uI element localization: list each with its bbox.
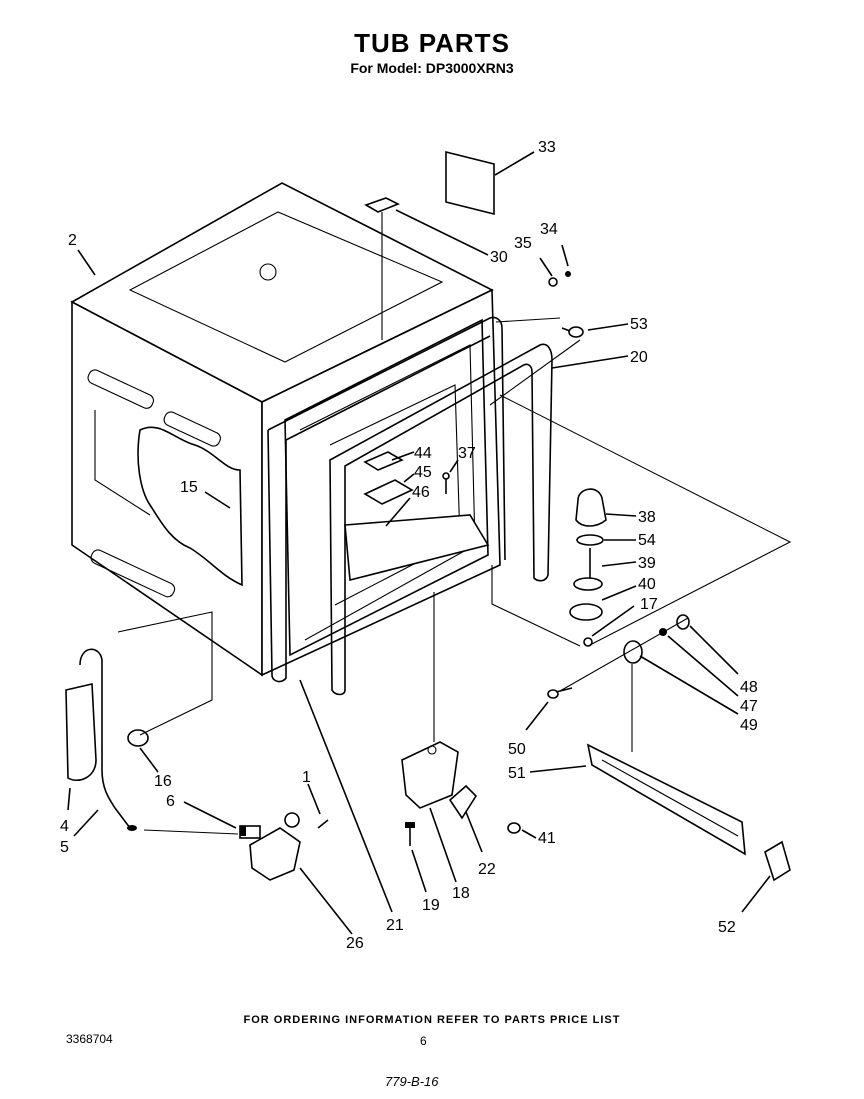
screw-53	[561, 326, 584, 338]
callout-38: 38	[638, 509, 656, 526]
callout-45: 45	[414, 464, 432, 481]
ordering-info-note: FOR ORDERING INFORMATION REFER TO PARTS …	[243, 1014, 621, 1026]
fasteners-34-35	[548, 271, 571, 287]
callout-47: 47	[740, 698, 758, 715]
callout-30: 30	[490, 249, 508, 266]
callout-52: 52	[718, 919, 736, 936]
callout-16: 16	[154, 773, 172, 790]
callout-48: 48	[740, 679, 758, 696]
callout-17: 17	[640, 596, 658, 613]
tub-floor	[344, 514, 490, 582]
callout-15: 15	[180, 479, 198, 496]
inlet-valve-assembly	[239, 812, 329, 881]
callout-20: 20	[630, 349, 648, 366]
callout-44: 44	[414, 445, 432, 462]
callout-35: 35	[514, 235, 532, 252]
callout-5: 5	[60, 839, 69, 856]
callout-26: 26	[346, 935, 364, 952]
callout-40: 40	[638, 576, 656, 593]
switch-bracket-assembly	[401, 741, 521, 846]
bracket-30	[364, 197, 400, 340]
tub-body	[70, 182, 501, 677]
model-subtitle: For Model: DP3000XRN3	[350, 60, 514, 76]
page-title: TUB PARTS	[354, 28, 510, 58]
callout-41: 41	[538, 830, 556, 847]
callout-37: 37	[458, 445, 476, 462]
callout-39: 39	[638, 555, 656, 572]
callout-22: 22	[478, 861, 496, 878]
callout-6: 6	[166, 793, 175, 810]
callout-2: 2	[68, 232, 77, 249]
callout-34: 34	[540, 221, 558, 238]
callout-leader-lines	[67, 151, 771, 935]
callout-18: 18	[452, 885, 470, 902]
bracket-52	[764, 840, 791, 882]
callout-21: 21	[386, 917, 404, 934]
callout-labels: 33 2 30 35 34 53 20 44 37 45 46 15 38 54…	[60, 139, 758, 952]
door-gasket-21	[267, 316, 506, 683]
callout-4: 4	[60, 818, 69, 835]
fill-hose-and-vent	[65, 648, 149, 831]
callout-51: 51	[508, 765, 526, 782]
rail-51	[586, 743, 746, 856]
callout-54: 54	[638, 532, 656, 549]
page-number: 6	[420, 1034, 427, 1048]
callout-50: 50	[508, 741, 526, 758]
handwritten-code: 779-B-16	[385, 1074, 439, 1089]
assembly-guide-lines	[117, 317, 792, 835]
callout-53: 53	[630, 316, 648, 333]
door-gasket-20	[329, 343, 553, 696]
label-plate-33	[445, 150, 495, 216]
document-number: 3368704	[66, 1032, 113, 1046]
leveling-leg-assembly	[569, 488, 607, 647]
callout-33: 33	[538, 139, 556, 156]
callout-49: 49	[740, 717, 758, 734]
callout-46: 46	[412, 484, 430, 501]
callout-19: 19	[422, 897, 440, 914]
callout-1: 1	[302, 769, 311, 786]
